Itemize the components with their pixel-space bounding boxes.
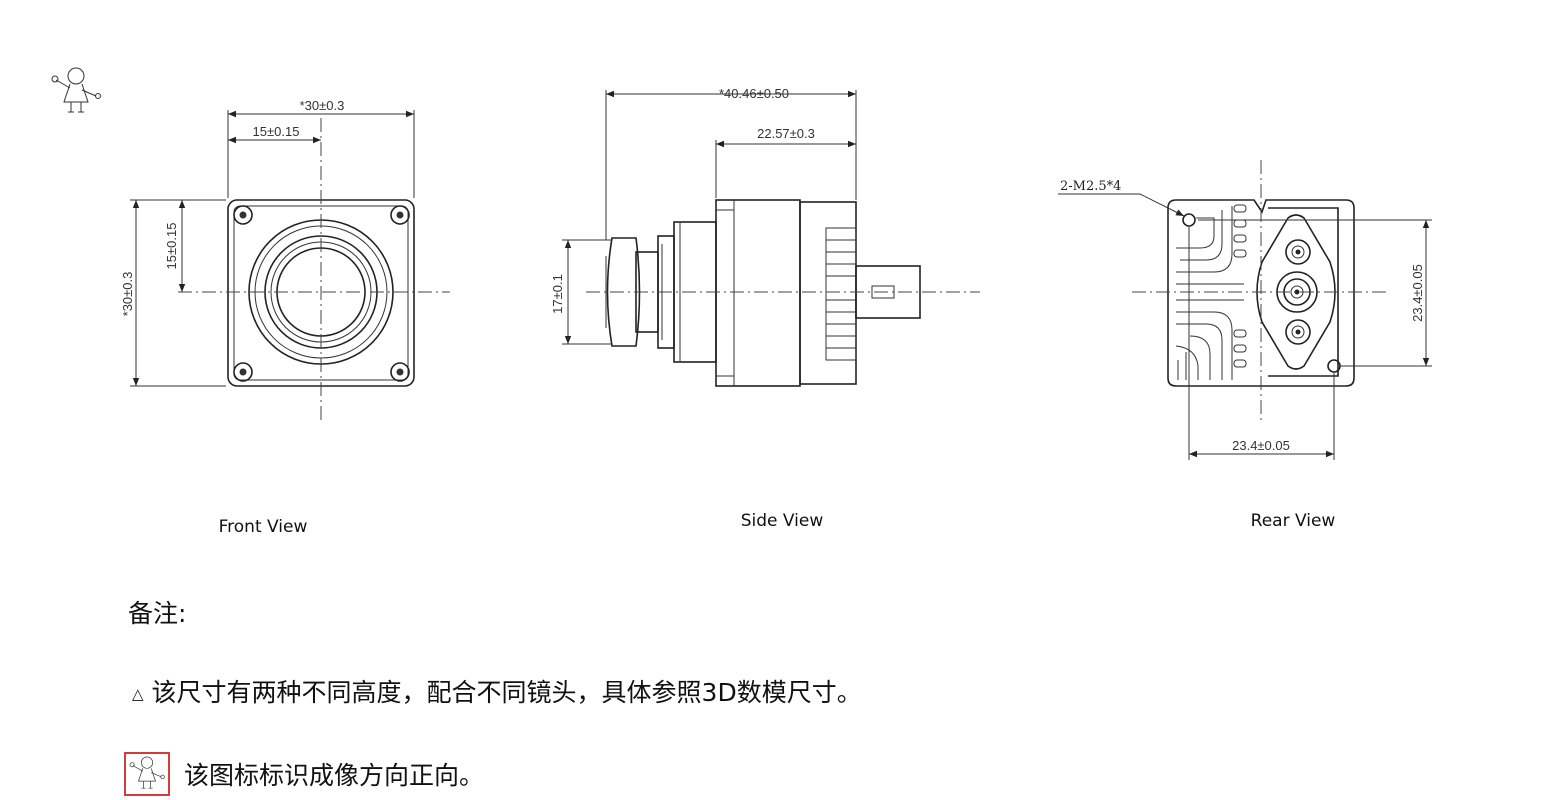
note-orientation: 该图标标识成像方向正向。	[124, 752, 484, 796]
side-view: *40.46±0.50 22.57±0.3 17±0.1 Side View	[550, 86, 980, 531]
front-view: *30±0.3 15±0.15 *30±0.3 15±0.15 Front Vi…	[120, 98, 450, 537]
note-height-variants: △ 该尺寸有两种不同高度，配合不同镜头，具体参照3D数模尺寸。	[132, 673, 862, 709]
rear-port-top	[1285, 239, 1311, 265]
orientation-figure-icon	[51, 67, 101, 113]
front-view-label: Front View	[219, 517, 308, 537]
side-lens-diameter-dim: 17±0.1	[550, 274, 565, 314]
note-height-variants-text: 该尺寸有两种不同高度，配合不同镜头，具体参照3D数模尺寸。	[151, 678, 862, 707]
front-screw-tr	[390, 205, 410, 225]
rear-hole-horizontal-dim: 23.4±0.05	[1232, 438, 1290, 453]
front-screw-tl	[233, 205, 253, 225]
front-height-overall-dim: *30±0.3	[120, 272, 135, 317]
orientation-legend-icon	[124, 752, 170, 796]
rear-hole-vertical-dim: 23.4±0.05	[1410, 264, 1425, 322]
rear-view: 2-M2.5*4 23.4±0.05 23.4±0.05 Rear View	[1058, 160, 1432, 531]
notes-heading: 备注:	[128, 599, 187, 628]
side-view-label: Side View	[741, 511, 824, 531]
triangle-marker-icon: △	[132, 685, 144, 703]
front-width-half-dim: 15±0.15	[253, 124, 300, 139]
front-width-overall-dim: *30±0.3	[300, 98, 345, 113]
rear-view-label: Rear View	[1251, 511, 1336, 531]
rear-housing	[1167, 199, 1355, 387]
rear-thread-callout: 2-M2.5*4	[1060, 179, 1121, 194]
side-lens-front	[606, 237, 641, 347]
front-screw-br	[390, 362, 410, 382]
side-body-length-dim: 22.57±0.3	[757, 126, 815, 141]
front-height-half-dim: 15±0.15	[164, 223, 179, 270]
front-screw-bl	[233, 362, 253, 382]
side-housing	[715, 199, 801, 387]
rear-mount-hole-tl	[1182, 213, 1196, 227]
note-orientation-text: 该图标标识成像方向正向。	[184, 761, 485, 790]
rear-port-bottom	[1285, 319, 1311, 345]
side-length-overall-dim: *40.46±0.50	[719, 86, 789, 101]
